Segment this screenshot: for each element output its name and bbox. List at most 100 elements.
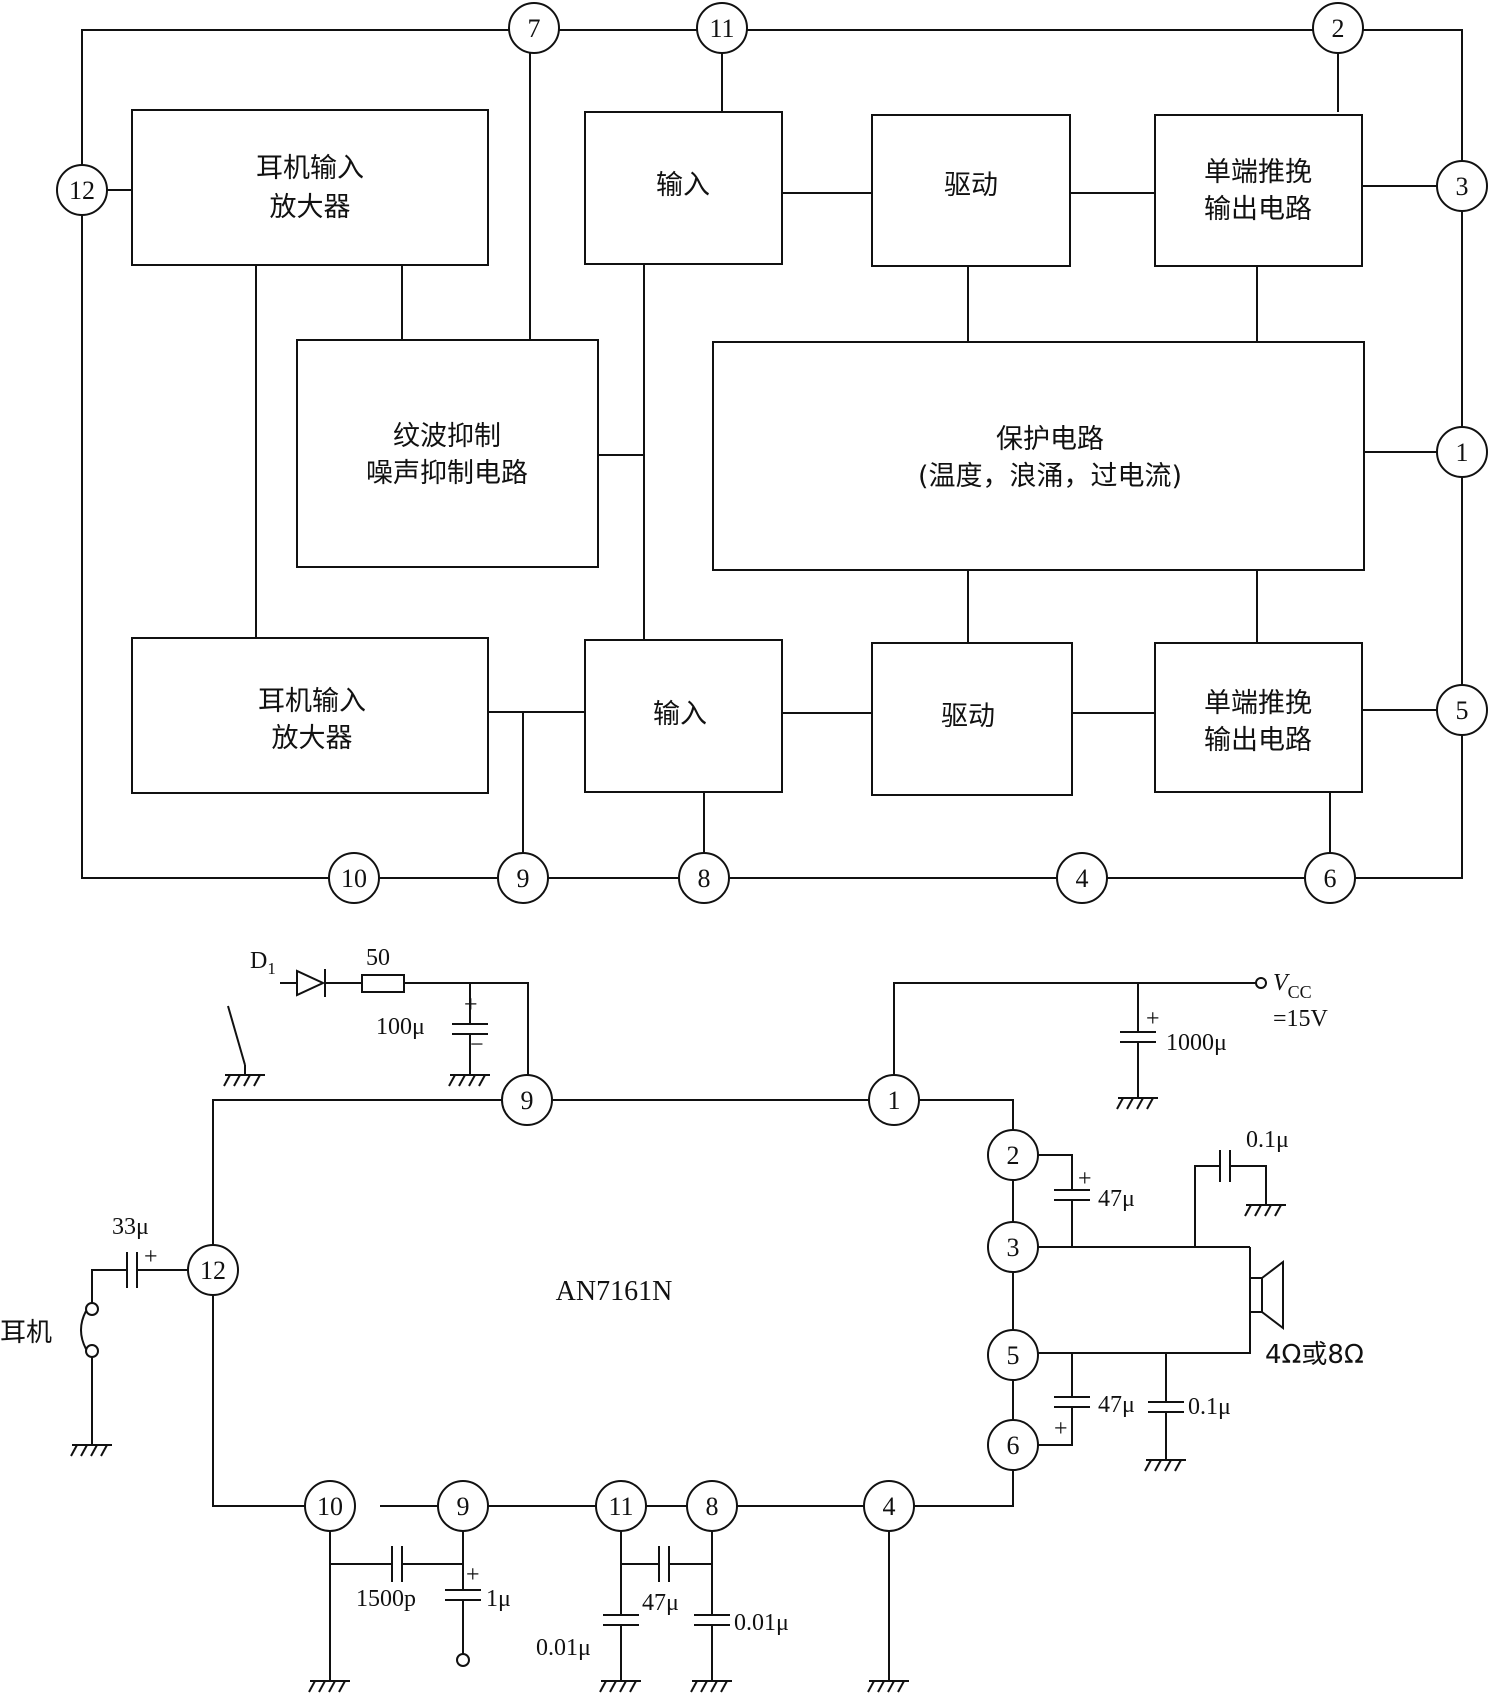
capacitor-1500p xyxy=(391,1546,403,1582)
block-input-bot xyxy=(584,639,783,793)
ground-symbol xyxy=(223,1074,265,1087)
pin-4: 4 xyxy=(1056,852,1108,904)
svg-text:10: 10 xyxy=(317,1492,343,1521)
capacitor-0p1u-top xyxy=(1219,1150,1231,1182)
svg-text:5: 5 xyxy=(1456,696,1469,725)
schem-pin-5: 5 xyxy=(987,1329,1039,1381)
svg-text:3: 3 xyxy=(1007,1233,1020,1262)
speaker-icon xyxy=(1249,1259,1284,1331)
capacitor-0p01u-right xyxy=(694,1614,730,1626)
label-1500p: 1500p xyxy=(356,1586,416,1612)
label-0p1u-right: 0.1μ xyxy=(1188,1394,1231,1420)
schem-pin-10: 10 xyxy=(304,1480,356,1532)
label-resistor: 50 xyxy=(366,945,390,971)
capacitor-1u xyxy=(445,1589,481,1601)
svg-text:3: 3 xyxy=(1456,172,1469,201)
label-speaker: 4Ω或8Ω xyxy=(1265,1340,1364,1370)
svg-text:9: 9 xyxy=(457,1492,470,1521)
schem-pin-9-top: 9 xyxy=(501,1074,553,1126)
headphone-jack xyxy=(80,1302,99,1358)
ground-symbol xyxy=(1144,1459,1186,1472)
svg-text:8: 8 xyxy=(698,864,711,893)
block-hp-amp-top-line1: 耳机输入 xyxy=(256,153,364,184)
capacitor-0p1u-right xyxy=(1148,1401,1184,1413)
capacitor-33u xyxy=(126,1252,138,1288)
capacitor-47u-bot xyxy=(1054,1396,1090,1408)
svg-text:11: 11 xyxy=(709,14,734,43)
block-hp-amp-top xyxy=(131,109,489,266)
pin-7: 7 xyxy=(508,2,560,54)
pin-1: 1 xyxy=(1436,426,1488,478)
label-33u: 33μ xyxy=(112,1214,149,1240)
label-47u-bot: 47μ xyxy=(1098,1392,1135,1418)
block-pushpull-bot-line1: 单端推挽 xyxy=(1204,688,1312,719)
label-1000u: 1000μ xyxy=(1166,1030,1227,1056)
block-diagram: 耳机输入 放大器 输入 驱动 单端推挽 输出电路 纹波抑制 噪声抑制电路 保护电… xyxy=(56,2,1488,904)
block-drive-top xyxy=(871,114,1071,267)
svg-text:1: 1 xyxy=(888,1086,901,1115)
label-0p01u-right: 0.01μ xyxy=(734,1610,789,1636)
block-pushpull-top xyxy=(1154,114,1363,267)
label-0p1u-top: 0.1μ xyxy=(1246,1127,1289,1153)
block-hp-amp-top-line2: 放大器 xyxy=(270,192,351,223)
block-pushpull-bot-line2: 输出电路 xyxy=(1204,725,1312,756)
svg-text:4: 4 xyxy=(883,1492,896,1521)
plus-sign: + xyxy=(1078,1166,1092,1192)
schem-pin-2: 2 xyxy=(987,1129,1039,1181)
svg-text:10: 10 xyxy=(341,864,367,893)
pin-6: 6 xyxy=(1304,852,1356,904)
block-drive-bot-label: 驱动 xyxy=(941,701,995,732)
schem-pin-1: 1 xyxy=(868,1074,920,1126)
svg-text:6: 6 xyxy=(1324,864,1337,893)
schem-pin-6: 6 xyxy=(987,1419,1039,1471)
pin-11: 11 xyxy=(696,2,748,54)
pin-9: 9 xyxy=(497,852,549,904)
label-1u: 1μ xyxy=(486,1586,511,1612)
ground-symbol xyxy=(1116,1097,1158,1110)
schem-pin-12: 12 xyxy=(187,1244,239,1296)
block-pushpull-top-line2: 输出电路 xyxy=(1204,194,1312,225)
svg-text:2: 2 xyxy=(1007,1141,1020,1170)
label-0p01u-left: 0.01μ xyxy=(536,1635,591,1661)
pin-5: 5 xyxy=(1436,684,1488,736)
schem-pin-3: 3 xyxy=(987,1221,1039,1273)
svg-text:5: 5 xyxy=(1007,1341,1020,1370)
block-protection-line2: (温度，浪涌，过电流) xyxy=(918,461,1182,492)
svg-text:8: 8 xyxy=(706,1492,719,1521)
plus-sign: + xyxy=(466,1562,480,1588)
block-drive-bot xyxy=(871,642,1073,796)
svg-text:9: 9 xyxy=(517,864,530,893)
label-100u: 100μ xyxy=(376,1014,425,1040)
svg-text:6: 6 xyxy=(1007,1431,1020,1460)
chip-name: AN7161N xyxy=(556,1276,673,1307)
block-pushpull-bot xyxy=(1154,642,1363,793)
ground-symbol xyxy=(867,1680,909,1693)
plus-sign: + xyxy=(464,992,478,1018)
label-d1: D1 xyxy=(250,948,276,978)
ground-symbol xyxy=(1244,1204,1286,1217)
block-ripple-noise-line1: 纹波抑制 xyxy=(393,421,501,452)
plus-sign: + xyxy=(1054,1416,1068,1442)
ground-symbol xyxy=(70,1444,112,1457)
plus-sign: + xyxy=(1146,1006,1160,1032)
resistor-50 xyxy=(361,974,405,993)
schem-pin-9-bot: 9 xyxy=(437,1480,489,1532)
pin-8: 8 xyxy=(678,852,730,904)
label-47u-top: 47μ xyxy=(1098,1186,1135,1212)
schem-pin-4: 4 xyxy=(863,1480,915,1532)
svg-text:4: 4 xyxy=(1076,864,1089,893)
block-hp-amp-bot-line2: 放大器 xyxy=(272,723,353,754)
pin-12: 12 xyxy=(56,164,108,216)
block-drive-top-label: 驱动 xyxy=(944,170,998,201)
block-hp-amp-bot-line1: 耳机输入 xyxy=(258,686,366,717)
ground-symbol xyxy=(599,1680,641,1693)
capacitor-1000u xyxy=(1120,1031,1156,1043)
ground-symbol xyxy=(308,1680,350,1693)
label-vcc: VCC xyxy=(1273,970,1312,1002)
capacitor-0p01u-left xyxy=(603,1614,639,1626)
label-headphone: 耳机 xyxy=(0,1318,52,1348)
capacitor-47u-mid xyxy=(658,1546,670,1582)
label-47u-mid: 47μ xyxy=(642,1590,679,1616)
ground-symbol xyxy=(448,1074,490,1087)
